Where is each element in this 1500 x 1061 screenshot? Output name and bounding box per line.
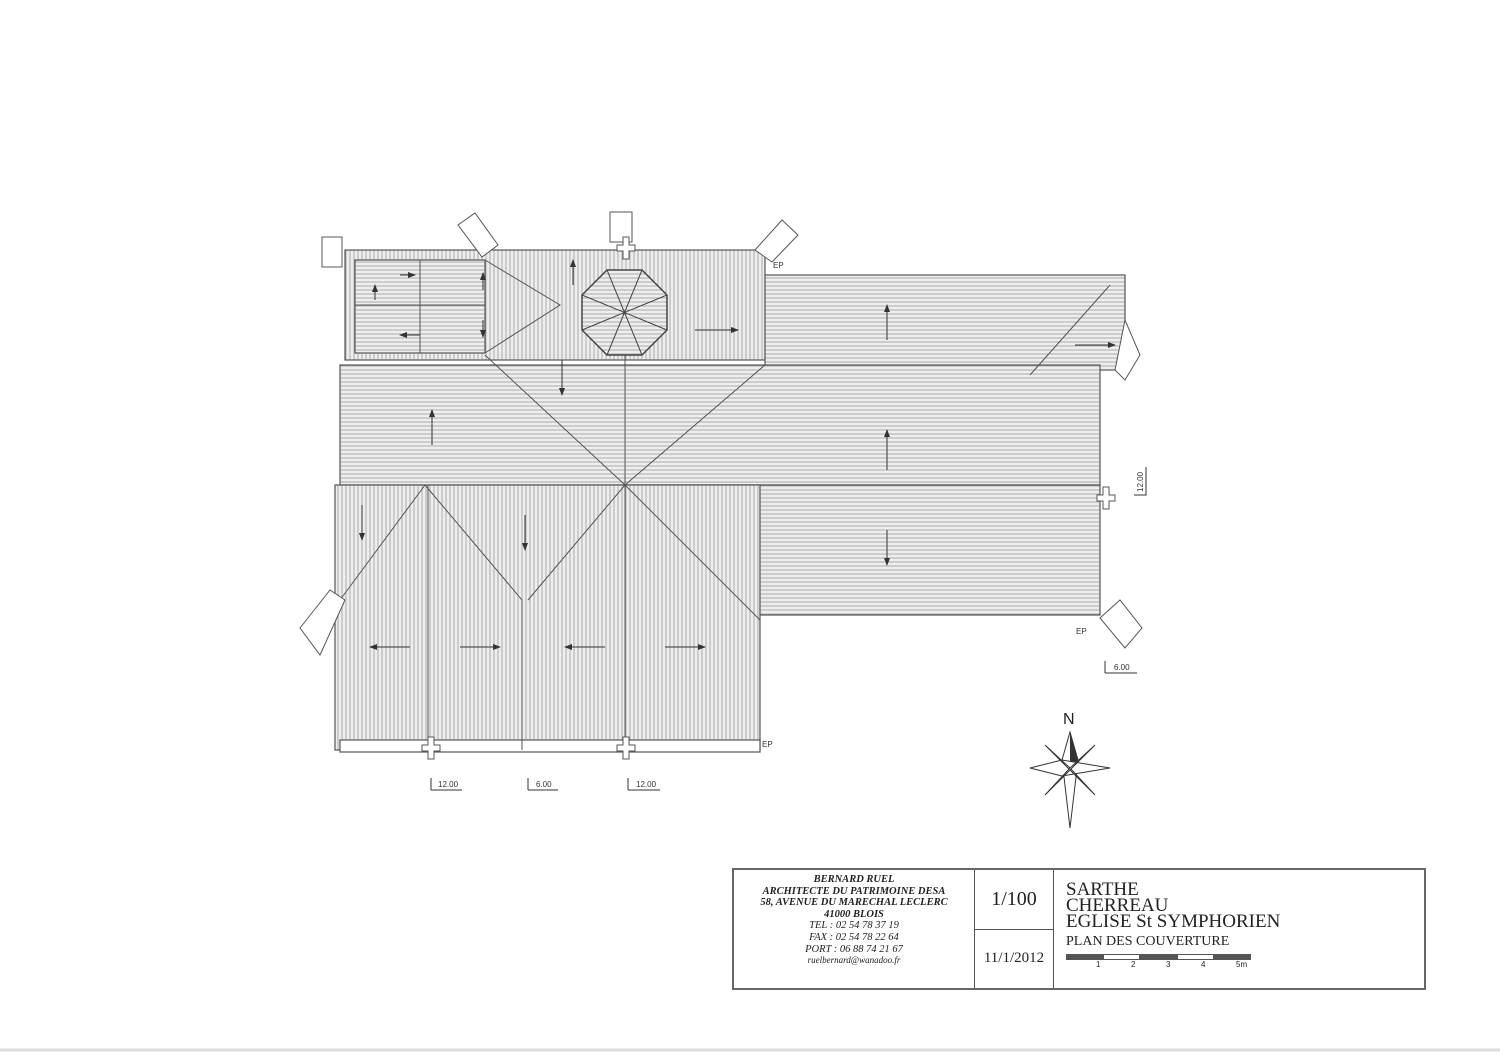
drawing-scale: 1/100 bbox=[975, 870, 1053, 930]
architect-info: BERNARD RUEL ARCHITECTE DU PATRIMOINE DE… bbox=[734, 870, 975, 988]
architect-address: 58, AVENUE DU MARECHAL LECLERC bbox=[760, 897, 948, 909]
north-label: N bbox=[1063, 711, 1075, 728]
ep-label: EP bbox=[1076, 627, 1087, 636]
scale-tick: 5m bbox=[1236, 960, 1248, 969]
project-department: SARTHE bbox=[1066, 879, 1139, 900]
ep-label: EP bbox=[773, 261, 784, 270]
downpipe-crosses bbox=[421, 236, 1116, 760]
scale-tick: 2 bbox=[1131, 960, 1136, 969]
architect-mobile: PORT : 06 88 74 21 67 bbox=[805, 943, 903, 955]
north-arrow-icon: N bbox=[1029, 711, 1111, 829]
ridge-lines bbox=[339, 259, 1111, 750]
bell-tower bbox=[581, 269, 668, 356]
ep-label: EP bbox=[762, 740, 773, 749]
roof-outline bbox=[334, 249, 1126, 753]
level-label: 6.00 bbox=[1114, 663, 1130, 672]
architect-title: ARCHITECTE DU PATRIMOINE DESA bbox=[762, 885, 946, 897]
sheet-title: PLAN DES COUVERTURE bbox=[1066, 934, 1230, 949]
level-label: 12.00 bbox=[636, 780, 657, 789]
scale-tick: 4 bbox=[1201, 960, 1206, 969]
project-info: SARTHE CHERREAU EGLISE St SYMPHORIEN PLA… bbox=[1054, 870, 1424, 988]
architect-tel: TEL : 02 54 78 37 19 bbox=[809, 920, 899, 932]
level-markers bbox=[430, 467, 1147, 791]
level-label: 12.00 bbox=[438, 780, 459, 789]
title-block: BERNARD RUEL ARCHITECTE DU PATRIMOINE DE… bbox=[732, 868, 1426, 990]
drawing-date: 11/1/2012 bbox=[983, 950, 1045, 967]
level-label: 12.00 bbox=[1136, 471, 1145, 492]
project-building: EGLISE St SYMPHORIEN bbox=[1066, 911, 1281, 932]
buttresses bbox=[299, 211, 1143, 656]
architect-name: BERNARD RUEL bbox=[813, 874, 895, 885]
level-label: 6.00 bbox=[536, 780, 552, 789]
scale-bar bbox=[1066, 954, 1424, 960]
slope-arrows bbox=[359, 259, 1116, 650]
scale-tick: 1 bbox=[1096, 960, 1101, 969]
architect-fax: FAX : 02 54 78 22 64 bbox=[809, 931, 899, 943]
scale-tick: 3 bbox=[1166, 960, 1171, 969]
project-commune: CHERREAU bbox=[1066, 895, 1169, 916]
architect-email: ruelbernard@wanadoo.fr bbox=[807, 955, 901, 966]
architect-city: 41000 BLOIS bbox=[824, 908, 884, 920]
